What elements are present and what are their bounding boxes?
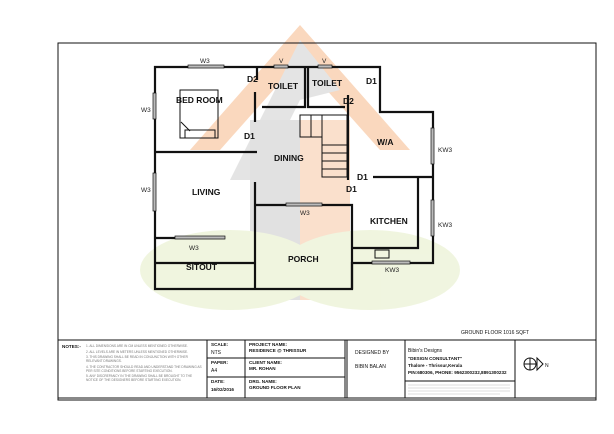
- window-w3-top: [187, 64, 225, 69]
- tag-d1-bed: D1: [244, 131, 255, 141]
- tag-d2-b: D2: [343, 96, 354, 106]
- north-label: N: [545, 363, 549, 369]
- ventilator-1: [273, 64, 289, 69]
- tag-w3-porch: W3: [300, 210, 310, 217]
- tag-kw3-right1: KW3: [438, 147, 452, 154]
- floor-plan: BED ROOM TOILET TOILET DINING W/A LIVING…: [141, 58, 452, 291]
- tag-kw3-right2: KW3: [438, 222, 452, 229]
- window-w3-left2: [152, 172, 157, 212]
- client-value: MR. ROHAN: [249, 366, 276, 371]
- scale-value: NTS: [211, 350, 222, 356]
- room-toilet-1: TOILET: [268, 81, 299, 91]
- window-kw3-right2: [430, 199, 435, 237]
- note-1: 1. ALL DIMENSIONS ARE IN CM UNLESS MENTI…: [86, 344, 188, 348]
- room-wa: W/A: [377, 137, 394, 147]
- tag-v2: V: [322, 58, 327, 65]
- note-2: 2. ALL LEVELS ARE IN METERS UNLESS MENTI…: [86, 349, 189, 354]
- designer-name: BIBIN BALAN: [355, 364, 386, 370]
- room-dining: DINING: [274, 153, 304, 163]
- note-4: 4. THE CONTRACTOR SHOULD READ AND UNDERS…: [86, 364, 202, 373]
- paper-value: A4: [211, 368, 217, 374]
- room-porch: PORCH: [288, 254, 319, 264]
- window-w3-left1: [152, 92, 157, 120]
- tag-w3-left2: W3: [141, 187, 151, 194]
- note-5: 5. ANY DISCREPANCY IN THE DRAWING SHALL …: [86, 374, 193, 383]
- tag-w3-top: W3: [200, 58, 210, 65]
- date-value: 16/02/2016: [211, 387, 234, 392]
- paper-label: PAPER:: [211, 360, 228, 365]
- tag-kw3-bottom: KW3: [385, 267, 399, 274]
- window-w3-living: [174, 235, 226, 240]
- plan-caption: GROUND FLOOR 1016 SQFT: [461, 330, 529, 336]
- room-sitout: SITOUT: [186, 262, 218, 272]
- room-bedroom: BED ROOM: [176, 95, 223, 105]
- room-toilet-2: TOILET: [312, 78, 343, 88]
- tag-w3-living: W3: [189, 245, 199, 252]
- disclaimer-text-lines: [408, 384, 510, 395]
- tag-d2-a: D2: [247, 74, 258, 84]
- scale-label: SCALE:: [211, 342, 229, 347]
- tag-d1-wa: D1: [366, 76, 377, 86]
- ventilator-2: [317, 64, 333, 69]
- window-w3-porch: [285, 202, 323, 207]
- note-3: 3. THIS DRAWING SHALL BE READ IN CONJUNC…: [86, 355, 188, 364]
- notes-list: 1. ALL DIMENSIONS ARE IN CM UNLESS MENTI…: [86, 344, 202, 383]
- designed-by-label: DESIGNED BY: [355, 350, 390, 356]
- project-label: PROJECT NAME:: [249, 342, 287, 347]
- window-kw3-bottom: [371, 260, 411, 265]
- tag-v1: V: [279, 58, 284, 65]
- date-label: DATE:: [211, 379, 225, 384]
- bed: [179, 89, 219, 139]
- sink: [374, 249, 390, 259]
- firm-address: Thalore - Thrissur,Kerala: [408, 363, 463, 368]
- firm-name: Bibin's Designs: [408, 348, 443, 354]
- sheet-border: [57, 42, 597, 401]
- client-label: CLIENT NAME:: [249, 360, 282, 365]
- project-value: RESIDENCE @ THRISSUR: [249, 348, 307, 353]
- tag-w3-left1: W3: [141, 107, 151, 114]
- firm-contact: PIN:680306, PHONE: 9562300232,8891300232: [408, 370, 507, 375]
- north-arrow-icon: [523, 356, 544, 372]
- drg-value: GROUND FLOOR PLAN: [249, 385, 301, 390]
- tag-d1-kitchen: D1: [357, 172, 368, 182]
- tag-d1-dining: D1: [346, 184, 357, 194]
- notes-label: NOTES:-: [62, 344, 81, 349]
- staircase: [299, 114, 348, 178]
- room-kitchen: KITCHEN: [370, 216, 408, 226]
- drg-label: DRG. NAME:: [249, 379, 277, 384]
- room-living: LIVING: [192, 187, 221, 197]
- window-kw3-right1: [430, 127, 435, 165]
- firm-tagline: "DESIGN CONSULTANT": [408, 356, 462, 361]
- title-block: NOTES:- 1. ALL DIMENSIONS ARE IN CM UNLE…: [57, 339, 597, 399]
